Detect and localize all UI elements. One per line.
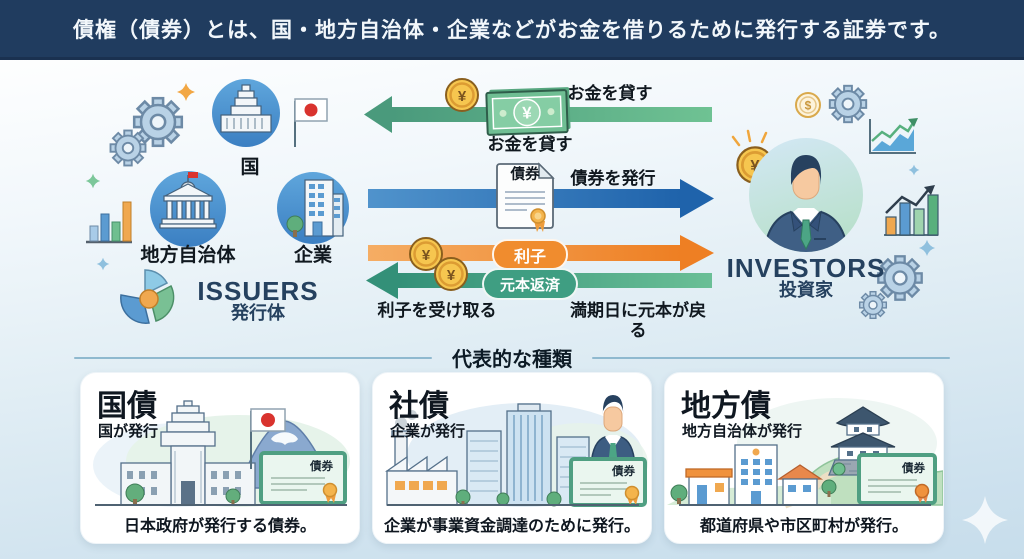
factory-icon	[384, 410, 458, 506]
divider-line	[592, 356, 950, 359]
japan-flag-icon	[294, 98, 328, 147]
corporate-bond-illustration: 債券	[384, 395, 648, 507]
sparkle-icon	[908, 164, 920, 176]
tree-icon	[125, 483, 241, 505]
entity-label-national: 国	[240, 157, 260, 178]
certificate-label: 債券	[901, 461, 925, 475]
divider-line	[74, 356, 432, 359]
certificate-icon: 債券	[259, 451, 347, 505]
office-building-icon	[734, 444, 778, 506]
company-building-icon	[277, 172, 349, 244]
yen-glyph: ¥	[522, 103, 533, 122]
header-title: 債権（債券）とは、国・地方自治体・企業などがお金を借りるために発行する証券です。	[73, 18, 951, 42]
sparkle-icon	[85, 173, 101, 189]
card-title: 社債	[389, 390, 449, 423]
types-heading: 代表的な種類	[452, 349, 572, 371]
investors-heading-ja: 投資家	[779, 280, 833, 300]
sparkle-icon	[177, 83, 195, 101]
card-subtitle: 企業が発行	[390, 423, 466, 440]
diagram-artwork: ¥	[85, 77, 939, 324]
certificate-label: 債券	[510, 167, 540, 183]
yen-coin-icon	[433, 256, 469, 292]
dollar-coin-icon: $	[795, 92, 821, 118]
card-title: 国債	[97, 390, 157, 423]
skyscraper-icons	[466, 403, 590, 506]
tree-icon	[455, 489, 562, 507]
card-caption: 日本政府が発行する債券。	[123, 518, 316, 535]
bond-certificate-icon	[496, 162, 555, 232]
government-bond-illustration: 債券	[93, 400, 350, 507]
certificate-icon: 債券	[857, 453, 937, 505]
card-municipal-bond: 地方債 地方自治体が発行	[664, 372, 944, 544]
card-title: 地方債	[681, 390, 771, 423]
japan-flag-icon	[250, 408, 286, 469]
house-icon	[776, 464, 824, 506]
national-government-icon	[212, 79, 280, 147]
flow-issue-label: 債券を発行	[570, 169, 656, 188]
certificate-label: 債券	[611, 464, 635, 478]
yen-coin-icon	[444, 77, 480, 113]
flow-lend-label-top: お金を貸す	[567, 84, 653, 103]
bar-chart-icon	[86, 201, 132, 244]
certificate-icon: 債券	[569, 457, 647, 507]
card-subtitle: 国が発行	[98, 423, 159, 440]
entity-label-company: 企業	[293, 245, 332, 266]
certificate-label: 債券	[309, 459, 333, 473]
flow-interest-note: 利子を受け取る	[377, 301, 497, 320]
growth-bar-chart-icon	[884, 185, 939, 236]
area-chart-icon	[869, 118, 918, 154]
gear-icon	[109, 129, 147, 167]
types-divider: 代表的な種類	[74, 343, 950, 372]
interest-badge: 利子	[492, 239, 568, 270]
bond-type-cards: 国債 国が発行	[80, 372, 944, 544]
card-subtitle: 地方自治体が発行	[682, 423, 803, 440]
issuers-heading-ja: 発行体	[231, 303, 285, 323]
gear-icon	[828, 84, 868, 124]
sparkle-icon	[918, 239, 936, 257]
local-government-icon	[150, 171, 226, 247]
entity-label-local-gov: 地方自治体	[140, 245, 236, 266]
pie-chart-icon	[120, 269, 175, 324]
investors-heading-en: INVESTORS	[726, 253, 886, 283]
card-caption: 企業が事業資金調達のために発行。	[383, 518, 640, 535]
principal-badge: 元本返済	[482, 268, 578, 300]
investor-avatar	[749, 138, 863, 252]
municipal-bond-illustration: 債券	[667, 398, 943, 509]
card-caption: 都道府県や市区町村が発行。	[699, 518, 908, 535]
parliament-building-icon	[120, 400, 256, 506]
sparkle-icon	[962, 496, 1008, 544]
yen-coin-rays-icon	[731, 129, 774, 184]
banknote-icon: ¥	[485, 87, 571, 136]
issuers-heading-en: ISSUERS	[197, 276, 319, 306]
shop-icon	[685, 468, 733, 506]
header-banner: 債権（債券）とは、国・地方自治体・企業などがお金を借りるために発行する証券です。	[0, 0, 1024, 57]
flow-lend-label-bottom: お金を貸す	[487, 135, 573, 154]
dollar-glyph: $	[805, 99, 812, 113]
sparkle-icon	[96, 257, 110, 271]
card-government-bond: 国債 国が発行	[80, 372, 360, 544]
card-corporate-bond: 社債 企業が発行	[372, 372, 652, 544]
flow-principal-note: 満期日に元本が戻る	[570, 301, 706, 341]
